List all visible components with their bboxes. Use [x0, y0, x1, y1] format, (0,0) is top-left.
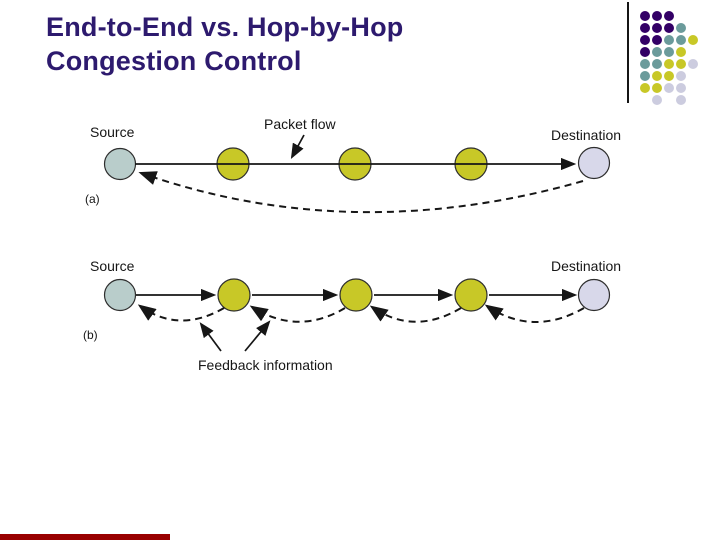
destination-label-b: Destination [551, 258, 621, 274]
feedback-info-label: Feedback information [198, 357, 333, 373]
decor-dot [664, 71, 674, 81]
decor-dot [676, 71, 686, 81]
decor-dot [640, 59, 650, 69]
diagram-a: Source Packet flow Destination (a) [85, 116, 621, 214]
decor-dot [652, 23, 662, 33]
diagram-b: Source Destination (b) Feedback informat… [83, 258, 621, 373]
source-label-b: Source [90, 258, 135, 274]
packet-flow-pointer-arrow [290, 134, 305, 160]
feedback-arc-b1 [137, 304, 225, 322]
diagram-a-tag: (a) [85, 192, 100, 206]
source-node-a [103, 147, 137, 181]
decor-dot [676, 23, 686, 33]
decor-vertical-rule [627, 2, 629, 103]
destination-label-a: Destination [551, 127, 621, 143]
decor-dot [664, 35, 674, 45]
diagram-b-tag: (b) [83, 328, 98, 342]
decor-dot [676, 59, 686, 69]
decor-dots-grid [640, 11, 704, 111]
feedback-arc-b2 [249, 305, 346, 323]
decor-dot [640, 23, 650, 33]
router-node-b3 [454, 278, 488, 312]
decor-dot [640, 83, 650, 93]
feedback-pointer-right [244, 320, 271, 352]
router-node-b2 [339, 278, 373, 312]
decor-dot [676, 95, 686, 105]
bottom-accent-bar [0, 534, 170, 540]
slide-title-line2: Congestion Control [46, 46, 302, 76]
destination-node-a [577, 146, 611, 180]
decor-dot [640, 35, 650, 45]
decor-dot [640, 71, 650, 81]
decor-dot [652, 11, 662, 21]
feedback-pointer-left [199, 322, 222, 352]
router-node-b1 [217, 278, 251, 312]
decor-dot [652, 47, 662, 57]
feedback-arc-b4 [484, 304, 585, 323]
slide-title-line1: End-to-End vs. Hop-by-Hop [46, 12, 404, 42]
decor-dot [664, 47, 674, 57]
packet-flow-label: Packet flow [264, 116, 336, 132]
decor-dot [664, 11, 674, 21]
decor-dot [676, 83, 686, 93]
decor-dot [664, 23, 674, 33]
feedback-arc-b3 [369, 305, 462, 323]
decor-dot [640, 47, 650, 57]
source-label-a: Source [90, 124, 135, 140]
decor-dot [676, 47, 686, 57]
feedback-arc-a [138, 171, 584, 214]
decor-dot [688, 35, 698, 45]
decor-dot [676, 35, 686, 45]
destination-node-b [577, 278, 611, 312]
decor-dot [664, 59, 674, 69]
decor-dot [652, 35, 662, 45]
decor-dot [664, 83, 674, 93]
decor-dot [640, 11, 650, 21]
decor-dot [652, 59, 662, 69]
source-node-b [103, 278, 137, 312]
slide-title: End-to-End vs. Hop-by-Hop Congestion Con… [46, 10, 403, 78]
decor-dot [652, 71, 662, 81]
decor-dot [652, 95, 662, 105]
decor-dot [688, 59, 698, 69]
decor-dot [652, 83, 662, 93]
